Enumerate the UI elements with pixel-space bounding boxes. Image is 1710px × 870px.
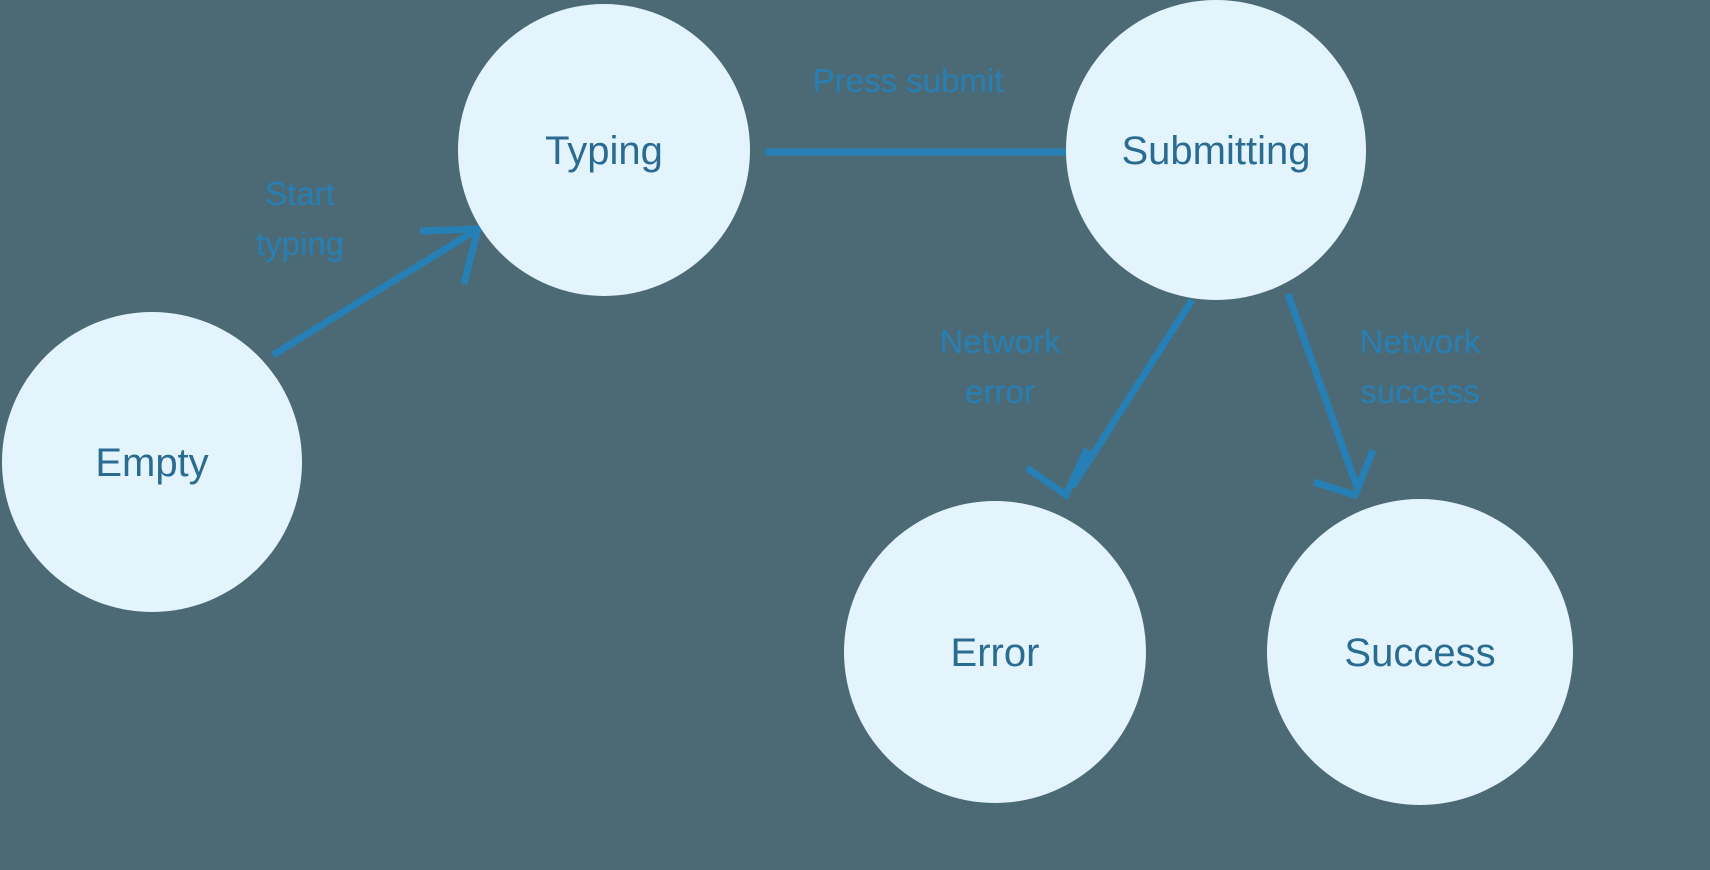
node-error[interactable]: Error [844, 501, 1146, 803]
edge-label-press-submit: Press submit [813, 62, 1004, 99]
edge-label-start-typing-line1: Start [265, 175, 335, 212]
edge-label-start-typing: Start typing [256, 175, 344, 262]
edge-label-start-typing-line2: typing [256, 225, 344, 262]
edge-submitting-to-error[interactable] [1025, 298, 1195, 501]
node-typing-label: Typing [545, 129, 663, 173]
edge-empty-to-typing-arrowhead [419, 225, 483, 285]
edge-submitting-to-success-line [1284, 292, 1361, 489]
node-error-circle [844, 501, 1146, 803]
edge-label-network-error: Network error [939, 323, 1061, 410]
node-success-circle [1267, 499, 1573, 805]
node-submitting-circle [1066, 0, 1366, 300]
node-submitting[interactable]: Submitting [1066, 0, 1366, 300]
node-typing-circle [458, 4, 750, 296]
edge-empty-to-typing[interactable] [271, 225, 483, 358]
edge-label-press-submit-line1: Press submit [813, 62, 1004, 99]
node-empty[interactable]: Empty [2, 312, 302, 612]
edge-submitting-to-error-arrowhead [1025, 447, 1091, 501]
edge-label-network-success: Network success [1359, 323, 1481, 410]
node-typing[interactable]: Typing [458, 4, 750, 296]
edge-submitting-to-success-arrowhead [1312, 448, 1377, 500]
node-submitting-label: Submitting [1122, 129, 1311, 173]
edge-label-network-error-line2: error [965, 373, 1035, 410]
edge-label-network-success-line1: Network [1359, 323, 1481, 360]
edge-submitting-to-success[interactable] [1284, 292, 1377, 500]
edge-submitting-to-error-line [1069, 298, 1195, 489]
node-empty-label: Empty [95, 441, 208, 485]
edge-label-network-success-line2: success [1360, 373, 1479, 410]
node-success-label: Success [1344, 631, 1495, 675]
edge-empty-to-typing-line [271, 229, 475, 358]
node-error-label: Error [951, 631, 1040, 675]
node-success[interactable]: Success [1267, 499, 1573, 805]
node-empty-circle [2, 312, 302, 612]
edge-label-network-error-line1: Network [939, 323, 1061, 360]
